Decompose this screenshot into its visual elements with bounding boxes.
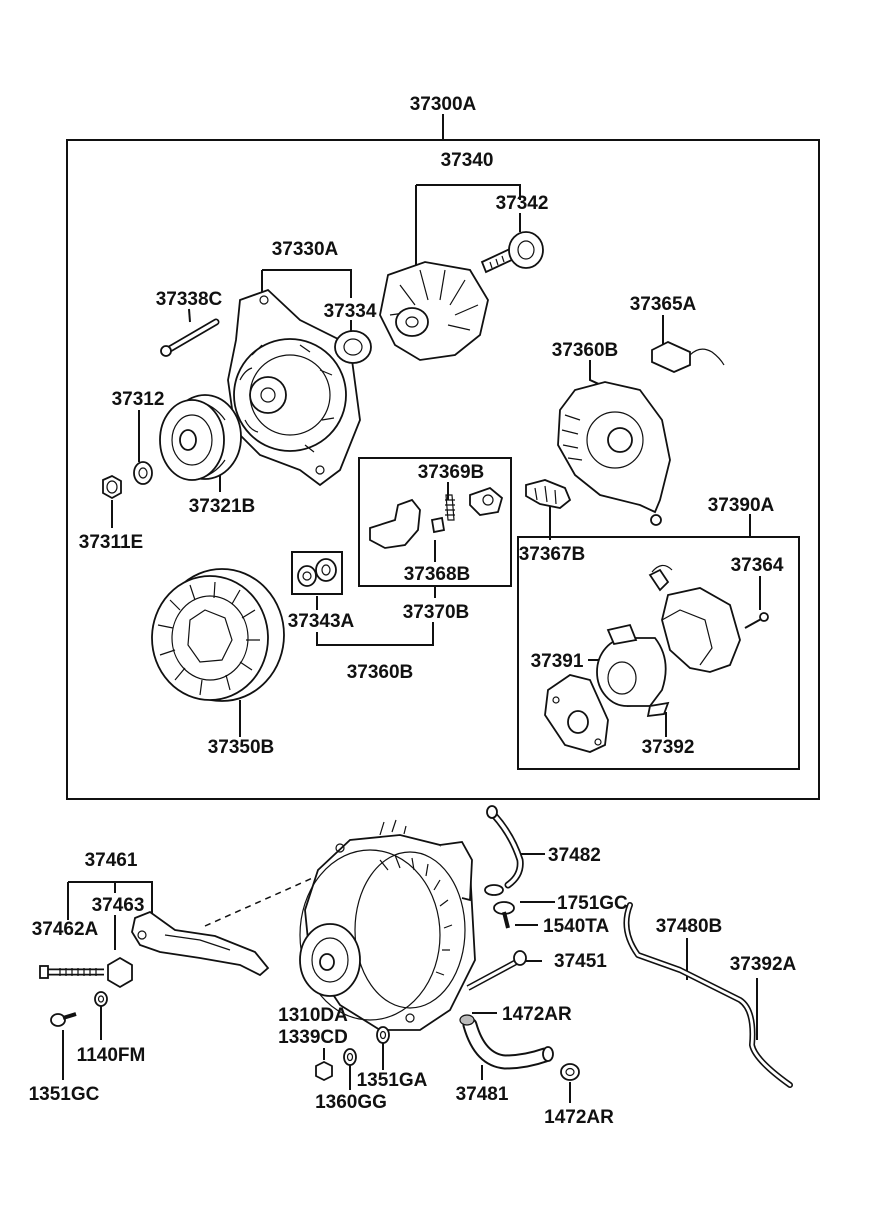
label-1472AR-top: 1472AR (502, 1004, 572, 1025)
label-1140FM: 1140FM (77, 1045, 146, 1066)
label-37369B: 37369B (418, 462, 485, 483)
hose-37481 (459, 1014, 554, 1070)
alternator-assembly (299, 819, 476, 1031)
bearing-37334 (334, 330, 372, 364)
bolt-37462A (39, 965, 104, 979)
part-labels: 37300A 37340 37342 37330A 37334 37338C 3… (29, 94, 797, 1128)
washer-1140FM (94, 991, 108, 1007)
label-37451: 37451 (554, 951, 607, 972)
label-37462A: 37462A (32, 919, 99, 940)
label-37312: 37312 (112, 389, 165, 410)
through-bolt-37338C (160, 318, 220, 357)
label-1339CD: 1339CD (278, 1027, 348, 1048)
stator-37350B (151, 568, 285, 702)
front-housing-37330A (227, 288, 361, 487)
label-37461: 37461 (85, 850, 138, 871)
label-1351GA: 1351GA (357, 1070, 428, 1091)
bearing-set-frame (291, 551, 343, 595)
label-1751GC: 1751GC (557, 893, 628, 914)
regulator-subframe (517, 536, 800, 770)
label-37368B: 37368B (404, 564, 471, 585)
label-37390A: 37390A (708, 495, 775, 516)
label-37300A: 37300A (410, 94, 477, 115)
connector-37365A (651, 341, 725, 373)
label-37360B-top: 37360B (552, 340, 619, 361)
regulator-parts (544, 564, 769, 753)
label-37338C: 37338C (156, 289, 223, 310)
label-1360GG: 1360GG (315, 1092, 387, 1113)
label-1310DA: 1310DA (278, 1005, 348, 1026)
label-37392: 37392 (642, 737, 695, 758)
label-37482: 37482 (548, 845, 601, 866)
label-37334: 37334 (324, 301, 377, 322)
label-37391: 37391 (531, 651, 584, 672)
label-37343A: 37343A (288, 611, 355, 632)
washer-1351GA (376, 1026, 390, 1044)
label-37367B: 37367B (519, 544, 586, 565)
rotor-37340 (379, 246, 518, 361)
pulley-37321B (159, 394, 242, 481)
label-37480B: 37480B (656, 916, 723, 937)
nut-1310DA (315, 1060, 333, 1082)
label-37481: 37481 (456, 1084, 509, 1105)
label-37342: 37342 (496, 193, 549, 214)
washer-1360GG (343, 1048, 357, 1066)
tube-37480B (623, 902, 793, 1088)
label-37463: 37463 (92, 895, 145, 916)
label-37370B: 37370B (403, 602, 470, 623)
label-37330A: 37330A (272, 239, 339, 260)
washer-37312 (133, 461, 153, 485)
bolt-1540TA (493, 901, 515, 929)
hose-37482 (484, 805, 524, 896)
clamp-1472AR (560, 1063, 580, 1081)
brush-holder-parts (369, 486, 504, 549)
label-37360B-bottom: 37360B (347, 662, 414, 683)
nut-37463 (107, 956, 133, 989)
label-1472AR-bottom: 1472AR (544, 1107, 614, 1128)
terminal-37367B (525, 479, 572, 509)
label-37365A: 37365A (630, 294, 697, 315)
label-1351GC: 1351GC (29, 1084, 100, 1105)
bracket-dashed-guide (204, 867, 336, 927)
bolt-37451 (466, 950, 527, 991)
bolt-1351GC (50, 1012, 77, 1027)
label-37364: 37364 (731, 555, 784, 576)
label-37311E: 37311E (79, 532, 143, 553)
label-37350B: 37350B (208, 737, 275, 758)
nut-37311E (102, 474, 122, 500)
label-37321B: 37321B (189, 496, 256, 517)
rear-housing-37360B (557, 381, 671, 526)
bearings-37343A (297, 558, 337, 587)
label-1540TA: 1540TA (543, 916, 609, 937)
bearing-37342 (508, 231, 544, 269)
label-37392A: 37392A (730, 954, 797, 975)
bracket-37461 (131, 910, 270, 977)
label-37340: 37340 (441, 150, 494, 171)
